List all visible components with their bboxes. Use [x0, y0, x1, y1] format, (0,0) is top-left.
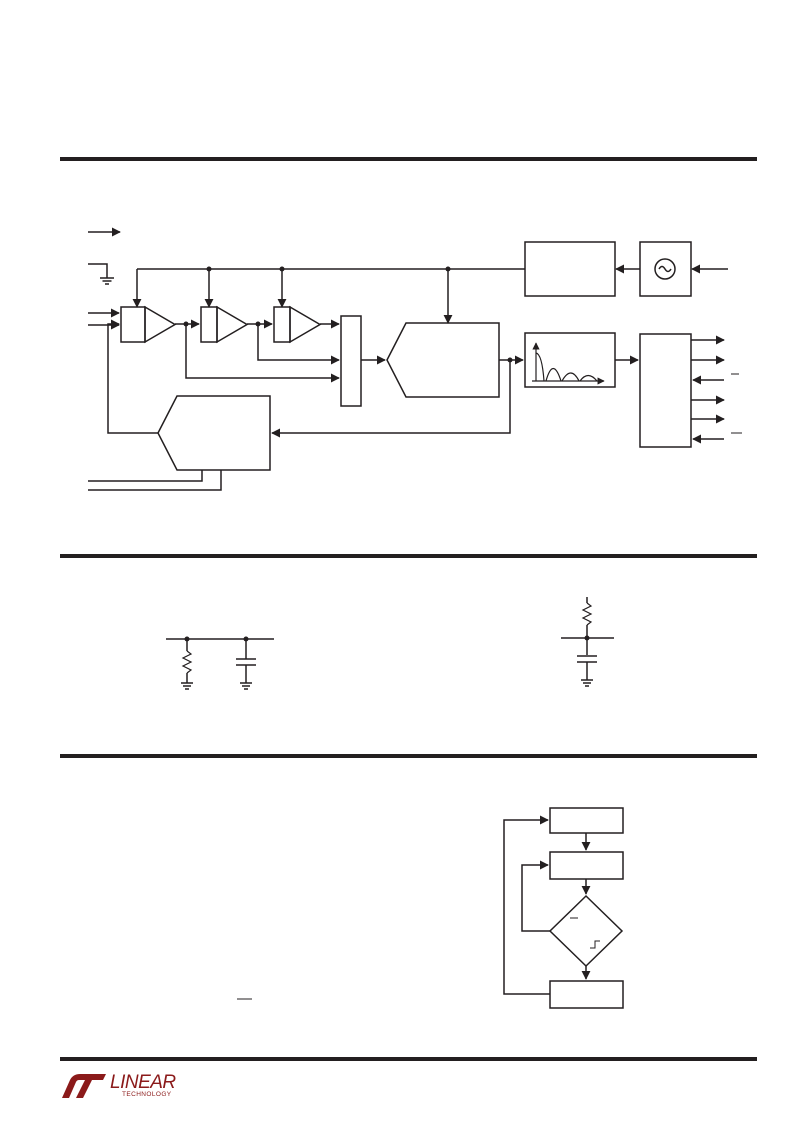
amplifier-1: [120, 305, 177, 344]
section-rule-block-diagram: [60, 157, 757, 161]
resistor-icon: [581, 602, 593, 626]
dac-block: [157, 395, 271, 471]
flow-box-start: [549, 807, 624, 834]
amplifier-2: [200, 305, 249, 344]
multiplexer-block: [340, 315, 362, 407]
flow-decision: [548, 894, 624, 968]
linear-technology-logo: LINEAR TECHNOLOGY: [60, 1070, 180, 1104]
rising-edge-icon: [590, 940, 600, 949]
logo-wordmark: LINEAR: [110, 1072, 176, 1093]
circuit-schematics: [166, 597, 614, 690]
amplifier-3: [273, 305, 322, 344]
flow-box-process: [549, 851, 624, 880]
sinc-response-icon: [532, 342, 605, 385]
resistor-icon: [181, 650, 193, 674]
lt-logo-icon: [62, 1074, 106, 1098]
block-diagram: [88, 227, 742, 491]
rc-circuit-left: [166, 636, 274, 690]
flow-box-end: [549, 980, 624, 1009]
reference-block: [524, 241, 616, 297]
serial-interface-block: [639, 333, 692, 448]
section-rule-footer: [60, 1057, 757, 1061]
logo-subtitle: TECHNOLOGY: [122, 1091, 172, 1098]
oscillator-icon: [654, 258, 676, 280]
section-rule-circuits: [60, 554, 757, 558]
section-rule-flowchart: [60, 754, 757, 758]
ground-icon: [88, 263, 114, 285]
rc-circuit-right: [561, 597, 614, 687]
flowchart: [237, 807, 624, 1009]
